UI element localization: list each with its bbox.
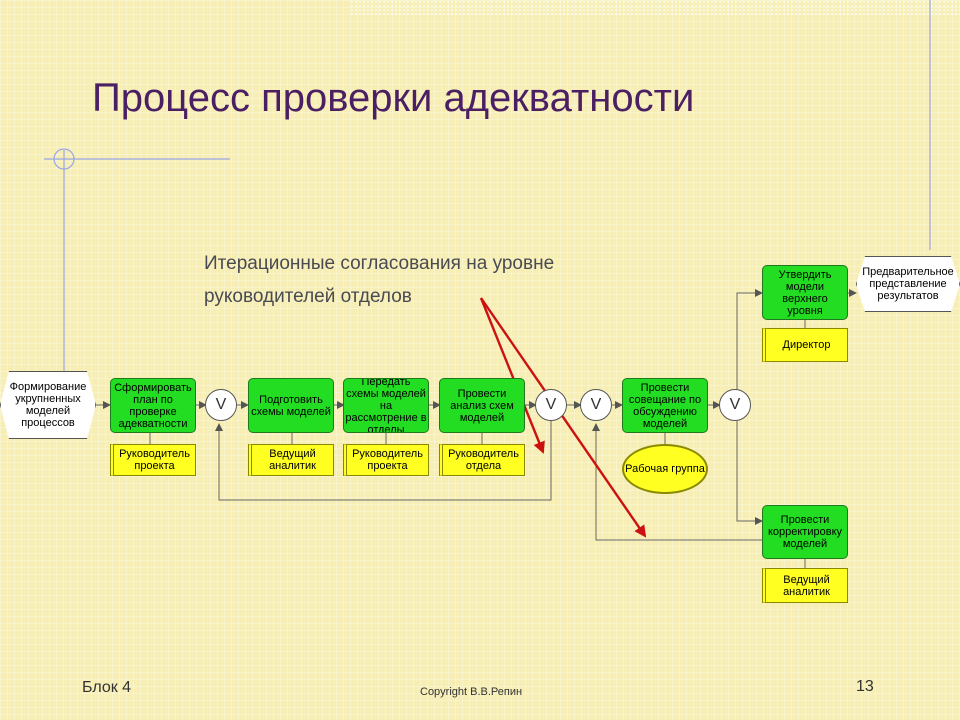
flow-lines [96, 289, 857, 568]
operator-or-3[interactable]: V [580, 389, 612, 421]
org-unit-department-head[interactable]: Руководитель отдела [439, 444, 525, 476]
function-hold-meeting[interactable]: Провести совещание по обсуждению моделей [622, 378, 708, 433]
top-decoration [350, 0, 960, 16]
subtitle-line-2: руководителей отделов [204, 286, 412, 307]
page-number: 13 [856, 678, 874, 695]
function-approve-models[interactable]: Утвердить модели верхнего уровня [762, 265, 848, 320]
function-form-plan[interactable]: Сформировать план по проверке адекватнос… [110, 378, 196, 433]
working-group[interactable]: Рабочая группа [622, 444, 708, 494]
operator-or-2[interactable]: V [535, 389, 567, 421]
template-decoration-lines [44, 0, 931, 372]
event-result[interactable]: Предварительное представление результато… [856, 256, 960, 312]
subtitle: Итерационные согласования на уровне руко… [204, 247, 554, 313]
function-pass-schemes[interactable]: Передать схемы моделей на рассмотрение в… [343, 378, 429, 433]
operator-or-1[interactable]: V [205, 389, 237, 421]
subtitle-line-1: Итерационные согласования на уровне [204, 253, 555, 274]
org-unit-director[interactable]: Директор [762, 328, 848, 362]
operator-or-4[interactable]: V [719, 389, 751, 421]
annotation-arrows [479, 297, 647, 538]
function-analyze-schemes[interactable]: Провести анализ схем моделей [439, 378, 525, 433]
org-unit-project-lead-2[interactable]: Руководитель проекта [343, 444, 429, 476]
footer-block: Блок 4 [82, 679, 132, 696]
org-unit-lead-analyst-2[interactable]: Ведущий аналитик [762, 568, 848, 603]
event-start[interactable]: Формирование укрупненных моделей процесс… [0, 371, 96, 439]
org-unit-lead-analyst-1[interactable]: Ведущий аналитик [248, 444, 334, 476]
function-correct-models[interactable]: Провести корректировку моделей [762, 505, 848, 559]
footer-copyright: Copyright В.В.Репин [420, 686, 523, 698]
org-unit-project-lead-1[interactable]: Руководитель проекта [110, 444, 196, 476]
page-title: Процесс проверки адекватности [92, 76, 695, 120]
function-prepare-schemes[interactable]: Подготовить схемы моделей [248, 378, 334, 433]
